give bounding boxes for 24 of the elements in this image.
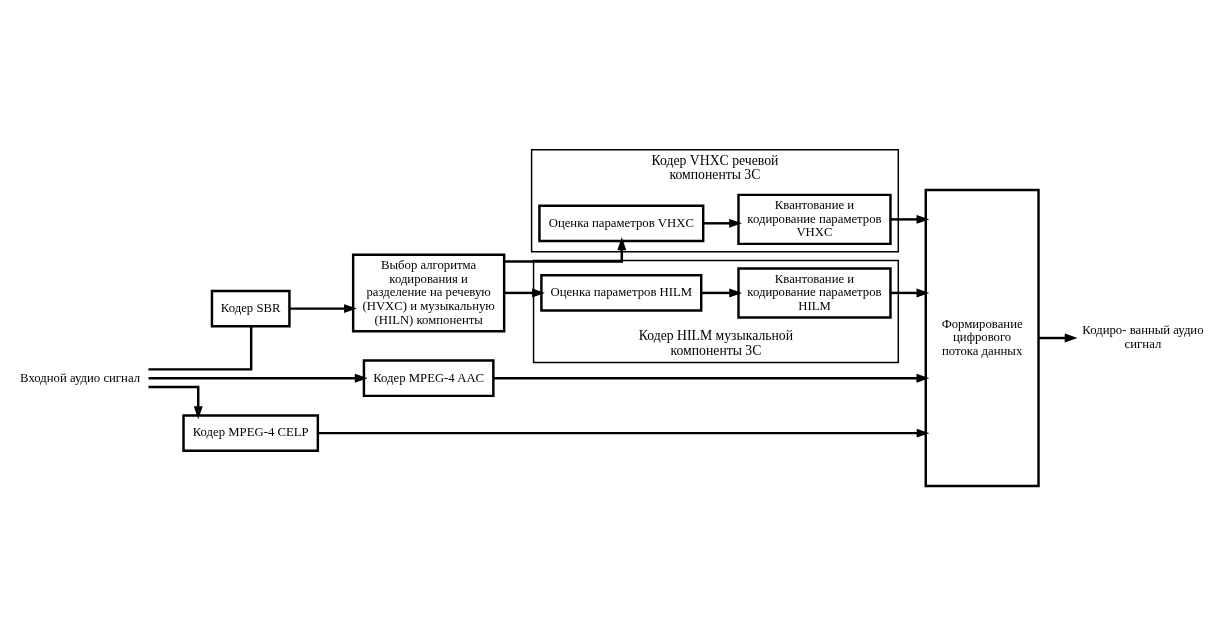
arrow: [148, 373, 368, 383]
node-text: Кодиро- ванный аудио сигнал: [1082, 322, 1204, 351]
arrow: [701, 287, 742, 297]
node-box: Кодер MPEG-4 CELP: [182, 413, 320, 452]
arrow: [148, 385, 203, 419]
node-box: Квантование и кодирование параметров HILM: [737, 266, 892, 319]
arrow: [493, 373, 930, 383]
connector: [148, 326, 253, 371]
node-box: Кодер MPEG-4 AAC: [362, 358, 495, 397]
arrow: [317, 428, 930, 438]
arrow: [1038, 333, 1078, 342]
arrow: [890, 214, 930, 224]
arrow: [504, 287, 545, 297]
arrow: [890, 287, 930, 297]
node-box: Оценка параметров VHXC: [538, 203, 705, 242]
node-box: Выбор алгоритма кодирования и разделение на речевую (HVXC) и музыкальную (HILN) компоненты: [351, 252, 506, 332]
node-box: Кодер SBR: [210, 289, 291, 327]
arrow: [703, 218, 742, 228]
node-text: Входной аудио сигнал: [20, 370, 141, 385]
arrow: [289, 303, 357, 313]
arrow: [504, 236, 627, 263]
node-box: Формирование цифрового потока данных: [924, 188, 1040, 487]
node-box: Квантование и кодирование параметров VHXC: [737, 193, 892, 245]
node-box: Оценка параметров HILM: [540, 273, 703, 312]
